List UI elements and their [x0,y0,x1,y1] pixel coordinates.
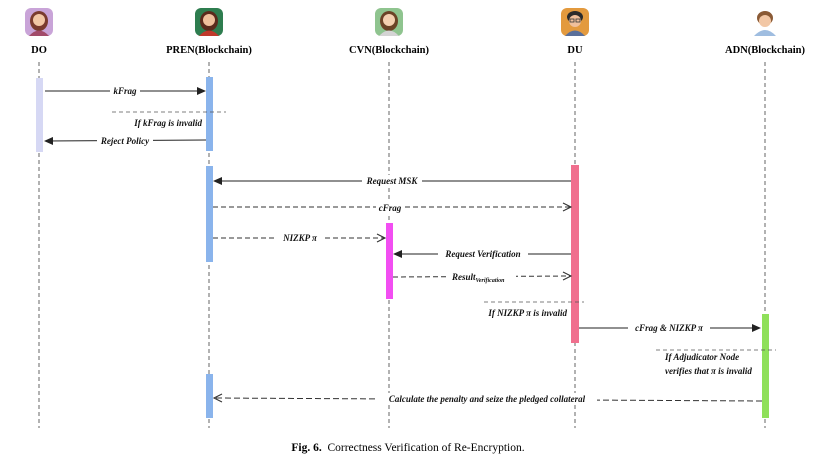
activation-cvn [386,223,393,299]
message-label-request-verification: Request Verification [444,249,520,259]
activation-do [36,78,43,152]
message-label-nizkp: NIZKP π [282,233,318,243]
message-label-cfrag: cFrag [379,203,402,213]
condition-label-kfrag-invalid: If kFrag is invalid [133,118,202,128]
actor-label-adn: ADN(Blockchain) [725,45,805,56]
message-label-penalty: Calculate the penalty and seize the pled… [389,394,586,404]
figure-caption-prefix: Fig. 6. [291,442,322,454]
message-label-request-msk: Request MSK [366,176,419,186]
activation-du [571,165,579,343]
message-label-kfrag: kFrag [113,86,137,96]
avatar-pren [195,8,223,36]
avatar-du [561,8,589,36]
actor-label-do: DO [31,45,47,56]
activation-pren-1 [206,77,213,151]
avatar-adn [751,8,779,36]
message-label-result-verification: ResultVerification [451,272,505,284]
avatar-cvn [375,8,403,36]
condition-label-adjudicator-line1: If Adjudicator Node [664,352,739,362]
activation-pren-3 [206,374,213,418]
condition-label-adjudicator-line2: verifies that π is invalid [665,366,752,376]
message-label-result-subscript: Verification [476,278,506,284]
activation-pren-2 [206,166,213,262]
condition-label-nizkp-invalid: If NIZKP π is invalid [487,308,567,318]
actor-label-du: DU [567,45,583,56]
actor-label-pren: PREN(Blockchain) [166,45,252,56]
message-label-cfrag-nizkp: cFrag & NIZKP π [635,323,704,333]
message-label-reject-policy: Reject Policy [100,136,150,146]
figure-caption: Fig. 6. Correctness Verification of Re-E… [0,442,816,454]
figure-caption-text: Correctness Verification of Re-Encryptio… [327,442,525,454]
actor-label-cvn: CVN(Blockchain) [349,45,429,56]
activation-adn [762,314,769,418]
avatar-do [25,8,53,36]
